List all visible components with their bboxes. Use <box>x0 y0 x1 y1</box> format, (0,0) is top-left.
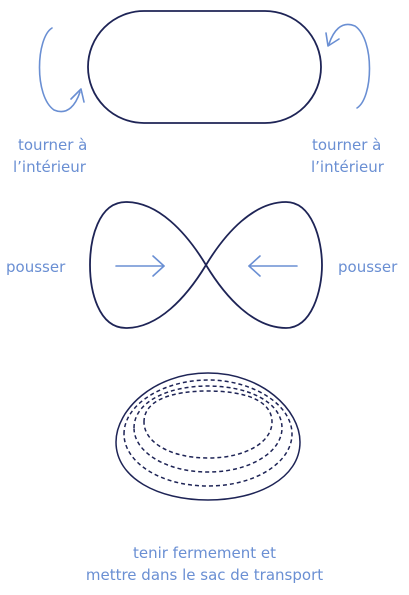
step2-left-label: pousser <box>6 256 86 278</box>
step3-caption-line2: mettre dans le sac de transport <box>0 564 409 586</box>
push-right-arrow-icon <box>116 256 164 276</box>
step1-right-label-line1: tourner à <box>312 134 409 156</box>
push-left-arrow-icon <box>249 256 297 276</box>
step3-caption-line1: tenir fermement et <box>0 542 409 564</box>
rotate-right-arrow-icon <box>326 24 370 108</box>
disc-fold-line-2 <box>134 386 282 472</box>
disc-fold-line-3 <box>144 391 272 458</box>
step1-open-shape <box>88 11 321 123</box>
step3-folded-disc <box>116 373 300 500</box>
step2-figure-eight-shape <box>90 202 322 328</box>
rotate-left-arrow-icon <box>40 28 85 112</box>
step1-left-label-line1: tourner à <box>18 134 138 156</box>
disc-fold-line-1 <box>124 380 292 486</box>
step2-right-label: pousser <box>338 256 409 278</box>
disc-outer-outline <box>116 373 300 500</box>
step1-right-label-line2: l’intérieur <box>311 156 409 178</box>
step1-left-label-line2: l’intérieur <box>13 156 143 178</box>
